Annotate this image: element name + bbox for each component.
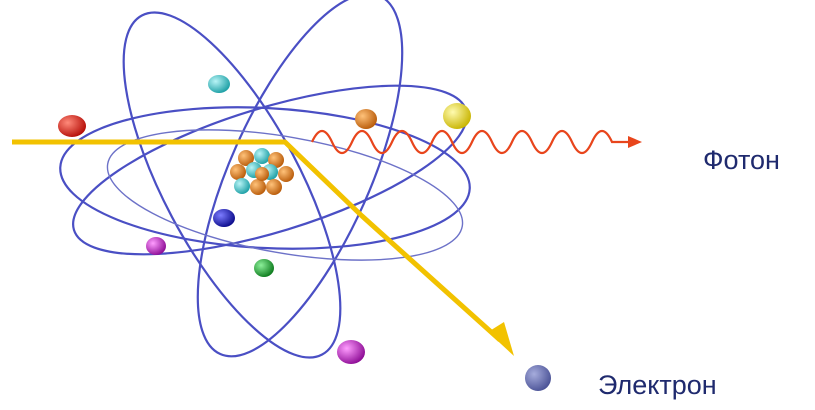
free-electron xyxy=(525,365,551,391)
photon-arrowhead xyxy=(628,136,642,148)
path-line xyxy=(12,139,502,342)
nucleus xyxy=(230,148,294,195)
photon-wave-line xyxy=(310,129,628,155)
electron-cyan xyxy=(208,75,230,93)
electron-magenta-large xyxy=(337,340,365,364)
electron-green xyxy=(254,259,274,277)
electron-magenta-small xyxy=(146,237,166,255)
electron-blue xyxy=(213,209,235,227)
orbit-vertical-left xyxy=(122,11,342,359)
photon-path xyxy=(12,139,514,356)
electrons xyxy=(58,75,471,364)
path-arrowhead xyxy=(488,322,514,356)
orbit-vertical-right xyxy=(196,0,404,358)
electron-label: Электрон xyxy=(598,370,717,400)
orbit-inner xyxy=(106,129,464,261)
orbits xyxy=(59,0,471,359)
photon-wave xyxy=(310,129,642,155)
electron-orange xyxy=(355,109,377,129)
electron-yellow xyxy=(443,103,471,129)
orbit-horizontal xyxy=(59,106,471,250)
electron-red xyxy=(58,115,86,137)
photon-label: Фотон xyxy=(703,145,780,175)
